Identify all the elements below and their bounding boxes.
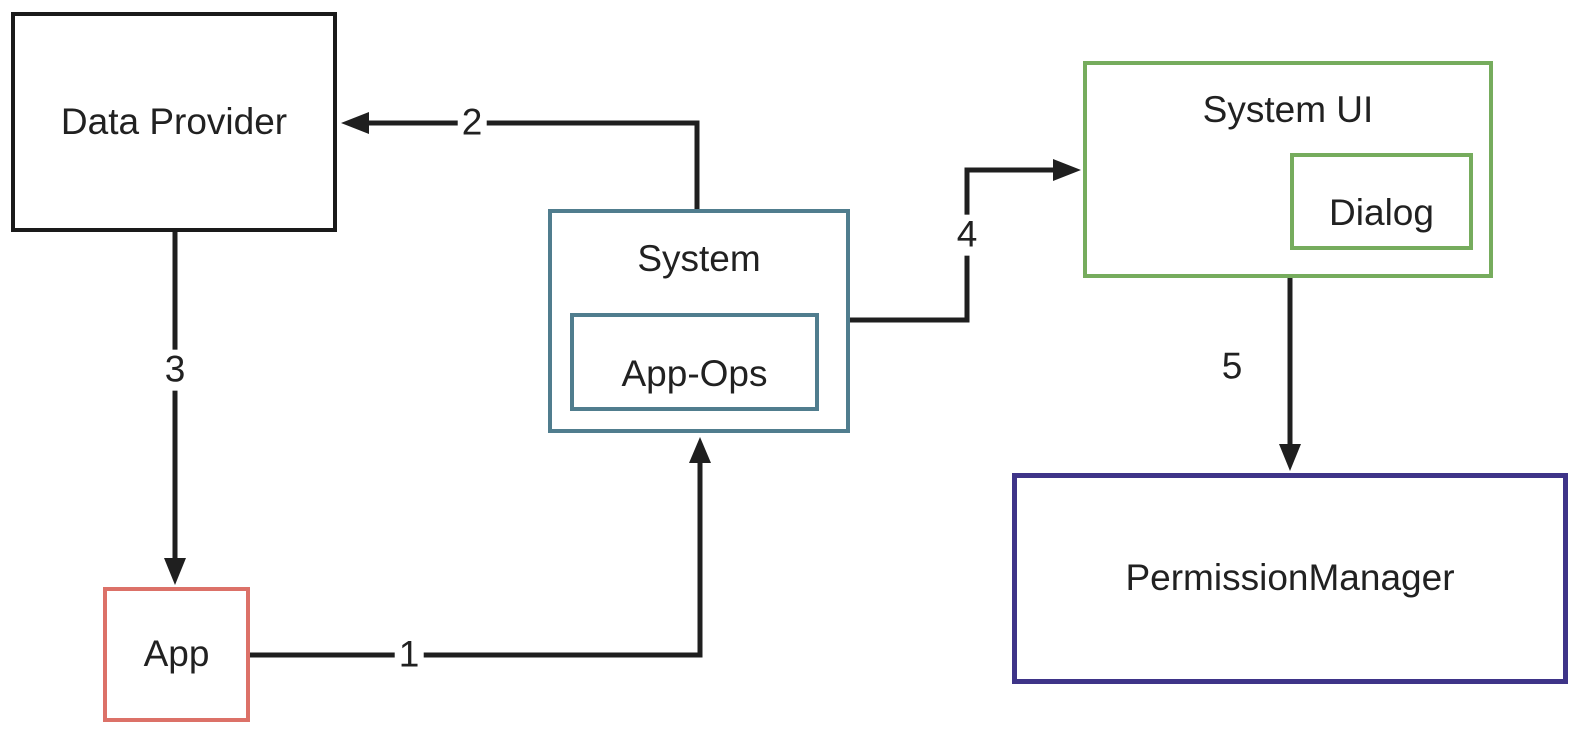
- arrow-5: [1279, 278, 1301, 471]
- arrowhead-down-icon: [1279, 444, 1301, 471]
- arrow-2: [341, 112, 700, 209]
- node-system-ui: System UI Dialog: [1083, 61, 1493, 278]
- edge-label-5: 5: [1221, 345, 1243, 387]
- node-app-ops: App-Ops: [570, 313, 819, 411]
- node-dialog-label: Dialog: [1329, 192, 1434, 234]
- edge-label-3: 3: [160, 349, 190, 391]
- edge-label-4: 4: [952, 214, 982, 256]
- node-app: App: [103, 587, 250, 722]
- node-permission-manager: PermissionManager: [1012, 473, 1568, 684]
- node-app-label: App: [143, 633, 210, 675]
- node-data-provider: Data Provider: [11, 12, 337, 232]
- edge-label-2: 2: [457, 102, 487, 144]
- node-permission-manager-label: PermissionManager: [1125, 557, 1455, 599]
- node-system-ui-label: System UI: [1202, 89, 1374, 130]
- node-system: System App-Ops: [548, 209, 850, 433]
- arrowhead-left-icon: [341, 112, 369, 134]
- arrowhead-down-icon: [164, 558, 186, 585]
- node-system-label: System: [637, 238, 761, 279]
- arrow-1: [250, 437, 711, 658]
- edge-label-1: 1: [394, 634, 424, 676]
- node-app-ops-label: App-Ops: [621, 353, 768, 395]
- node-data-provider-label: Data Provider: [60, 100, 288, 142]
- arrowhead-right-icon: [1053, 159, 1081, 181]
- arrowhead-up-icon: [689, 437, 711, 463]
- node-dialog: Dialog: [1290, 153, 1473, 250]
- arrow-3: [164, 232, 186, 585]
